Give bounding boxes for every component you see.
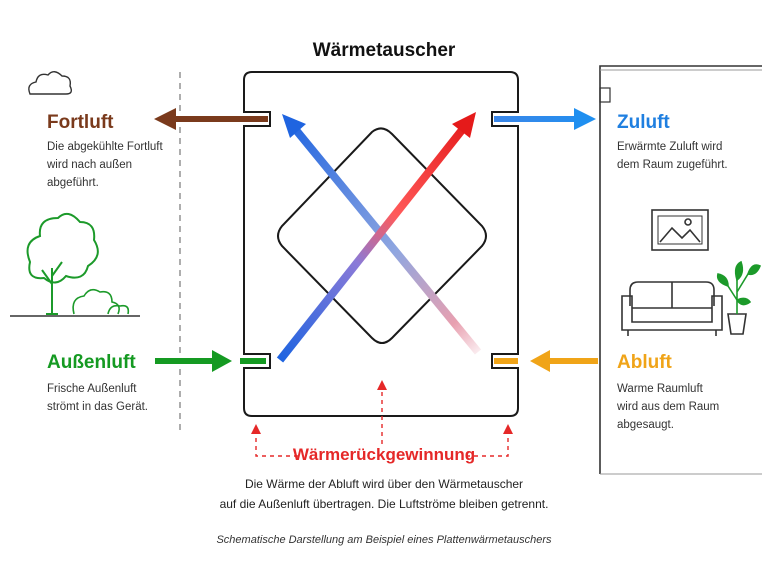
cloud-icon [28,71,73,95]
zuluft-description: Erwärmte Zuluft wird dem Raum zugeführt. [617,141,728,171]
fortluft-description: Die abgekühlte Fortluft wird nach außen … [47,141,163,189]
room-wall [599,65,762,474]
abluft-to-fortluft-flow [292,127,482,355]
sofa-icon [621,281,723,336]
aussenluft-description: Frische Außenluft strömt in das Gerät. [47,383,148,413]
zuluft-arrow-head [574,108,596,130]
heat-recovery-heading: Wärmerückgewinnung [292,445,476,464]
abluft-description: Warme Raumluft wird aus dem Raum abgesau… [617,383,720,431]
abluft-heading: Abluft [617,352,672,373]
aussenluft-arrow-head [212,350,232,372]
exchanger-plates [277,127,487,344]
picture-frame-icon [651,209,709,251]
heat-recovery-description: Die Wärme der Abluft wird über den Wärme… [219,477,549,511]
zuluft-flow-arrowhead [452,112,476,138]
room-wall-inner [600,69,762,475]
tree-icon [26,212,99,315]
fortluft-arrow-head [154,108,176,130]
heat-recovery-indicator [255,384,509,457]
aussenluft-to-zuluft-flow [276,127,466,363]
bush-icon [72,288,130,315]
fortluft-flow-arrowhead [282,114,306,138]
wall-vent [599,87,611,103]
diagram-caption: Schematische Darstellung am Beispiel ein… [216,534,552,546]
zuluft-heading: Zuluft [617,112,670,133]
abluft-arrow-head [530,350,550,372]
diagram-title: Wärmetauscher [312,40,456,61]
exchanger-housing [243,71,519,417]
fortluft-heading: Fortluft [47,112,114,133]
potted-plant-icon [716,260,762,335]
heat-recovery-arrowheads [251,380,513,434]
aussenluft-heading: Außenluft [47,352,136,373]
